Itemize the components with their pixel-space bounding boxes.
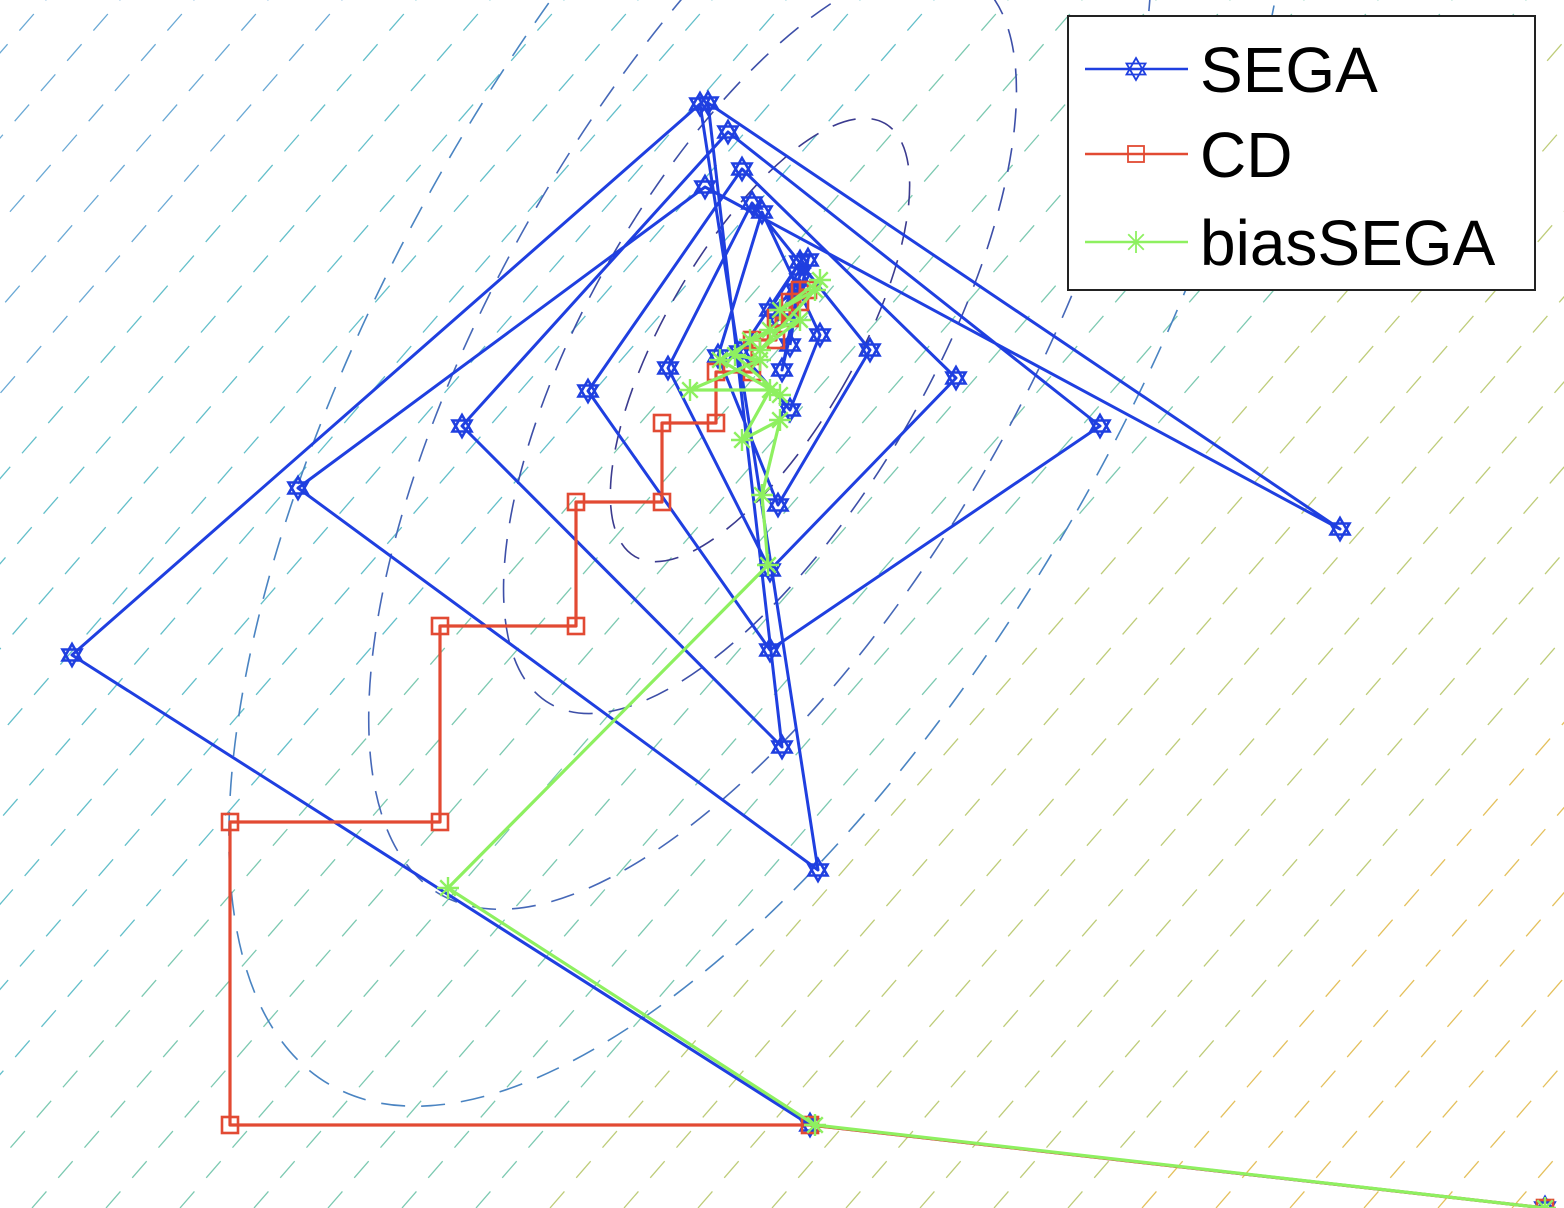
point-sega-11 — [716, 118, 740, 146]
contour-level-1 — [502, 0, 1018, 715]
point-sega-18 — [656, 354, 680, 382]
legend-entry-sega: SEGA — [1085, 34, 1378, 106]
field-line-16 — [0, 0, 935, 1076]
point-sega-32 — [770, 356, 794, 384]
field-line-31 — [993, 551, 1564, 1208]
series-line-biassega — [446, 278, 1546, 1208]
field-line-27 — [697, 210, 1564, 1208]
point-biassega-19 — [809, 269, 831, 291]
point-biassega-15 — [789, 309, 811, 331]
point-biassega-11 — [769, 384, 791, 406]
point-sega-5 — [286, 474, 310, 502]
legend-label-cd: CD — [1200, 119, 1292, 191]
field-line-17 — [0, 0, 1009, 1161]
point-biassega-5 — [769, 409, 791, 431]
legend: SEGA CD biasSEGA — [1067, 15, 1536, 291]
legend-label-biassega: biasSEGA — [1200, 207, 1496, 279]
field-line-5 — [0, 0, 121, 140]
legend-entry-biassega: biasSEGA — [1085, 207, 1496, 279]
point-sega-23 — [750, 198, 774, 226]
field-line-8 — [0, 0, 343, 395]
point-cd-4 — [430, 812, 450, 832]
contour-level-3 — [228, 0, 1292, 1108]
field-line-30 — [919, 466, 1564, 1208]
point-biassega-0 — [1534, 1197, 1556, 1208]
point-sega-16 — [944, 364, 968, 392]
field-line-7 — [0, 0, 269, 310]
point-biassega-2 — [437, 877, 459, 899]
point-sega-8 — [696, 89, 720, 117]
point-sega-24 — [808, 321, 832, 349]
point-biassega-18 — [769, 299, 791, 321]
legend-marker-sega — [1124, 56, 1148, 82]
point-sega-13 — [758, 636, 782, 664]
point-cd-2 — [220, 1115, 240, 1135]
point-biassega-10 — [724, 344, 746, 366]
point-sega-20 — [858, 336, 882, 364]
point-sega-14 — [576, 377, 600, 405]
point-sega-12 — [1088, 412, 1112, 440]
point-cd-5 — [430, 616, 450, 636]
legend-marker-cd — [1127, 145, 1145, 163]
point-biassega-4 — [751, 484, 773, 506]
point-biassega-8 — [679, 379, 701, 401]
field-line-6 — [0, 0, 195, 225]
point-sega-25 — [778, 396, 802, 424]
legend-box — [1067, 15, 1536, 291]
legend-marker-biassega — [1125, 231, 1147, 253]
point-sega-9 — [770, 733, 794, 761]
point-biassega-3 — [757, 554, 779, 576]
field-line-28 — [771, 295, 1564, 1208]
point-cd-8 — [652, 492, 672, 512]
point-cd-9 — [652, 413, 672, 433]
point-cd-6 — [566, 616, 586, 636]
field-line-12 — [0, 0, 639, 735]
series-sega — [60, 89, 1557, 1208]
legend-label-sega: SEGA — [1200, 34, 1378, 106]
point-sega-6 — [693, 173, 717, 201]
series-line-cd — [228, 288, 1546, 1208]
trajectory-series — [60, 89, 1557, 1208]
point-sega-4 — [806, 856, 830, 884]
point-sega-10 — [450, 412, 474, 440]
field-line-11 — [0, 0, 565, 650]
point-sega-15 — [730, 155, 754, 183]
field-line-10 — [0, 0, 491, 565]
field-line-19 — [105, 0, 1157, 1208]
series-cd — [220, 280, 1555, 1208]
series-biassega — [437, 269, 1556, 1208]
point-cd-3 — [220, 812, 240, 832]
field-line-20 — [179, 0, 1231, 1208]
point-sega-7 — [1328, 515, 1352, 543]
legend-symbol-cd — [1127, 145, 1145, 163]
point-biassega-1 — [804, 1114, 826, 1136]
field-line-9 — [0, 0, 417, 480]
point-cd-10 — [706, 413, 726, 433]
legend-entry-cd: CD — [1085, 119, 1292, 191]
point-sega-31 — [796, 246, 820, 274]
field-line-14 — [0, 0, 787, 906]
field-line-29 — [845, 380, 1564, 1208]
contour-level-0 — [609, 117, 911, 563]
legend-symbol-sega — [1124, 56, 1148, 82]
point-cd-7 — [566, 492, 586, 512]
point-biassega-13 — [759, 319, 781, 341]
point-biassega-6 — [731, 429, 753, 451]
field-line-18 — [31, 0, 1083, 1208]
point-biassega-16 — [749, 339, 771, 361]
legend-symbol-biassega — [1125, 231, 1147, 253]
field-line-13 — [0, 0, 713, 821]
point-sega-2 — [60, 641, 84, 669]
point-biassega-12 — [709, 349, 731, 371]
point-sega-21 — [766, 491, 790, 519]
contour-level-2 — [367, 0, 1153, 911]
